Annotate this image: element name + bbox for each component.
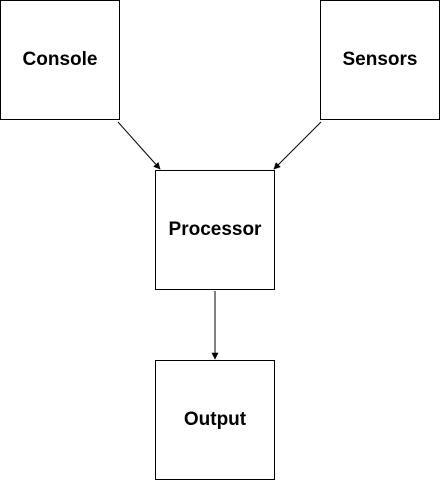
node-console[interactable]: Console — [0, 0, 120, 120]
node-output-label: Output — [183, 409, 247, 430]
edge-console-to-processor[interactable] — [117, 121, 161, 170]
node-processor-label: Processor — [168, 219, 262, 240]
node-sensors-label: Sensors — [342, 49, 418, 70]
node-processor[interactable]: Processor — [155, 170, 275, 290]
node-sensors[interactable]: Sensors — [320, 0, 440, 120]
edge-sensors-to-processor[interactable] — [273, 121, 322, 170]
node-console-label: Console — [22, 49, 98, 70]
node-output[interactable]: Output — [155, 360, 275, 480]
